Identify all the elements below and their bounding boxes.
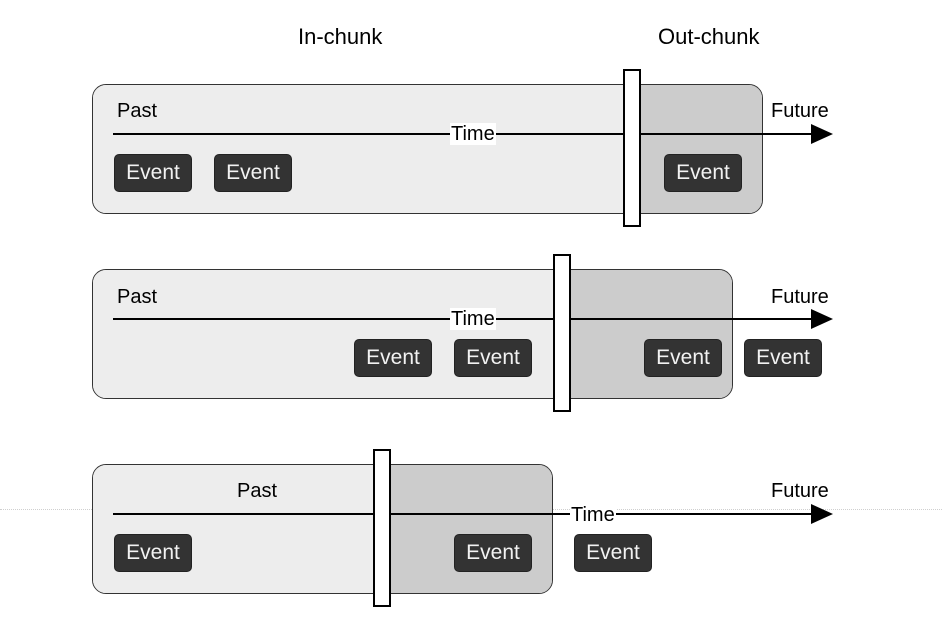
out-chunk-region (563, 270, 732, 398)
out-chunk-region (383, 465, 552, 593)
chunk-row-2: Past Future Time Event Event Event Event (0, 254, 942, 424)
time-label: Time (450, 308, 496, 330)
chunk-row-1: Past Future Time Event Event Event (0, 69, 942, 239)
out-chunk-region (633, 85, 762, 213)
past-label: Past (117, 100, 158, 122)
out-chunk-header: Out-chunk (658, 24, 760, 49)
arrow-head-icon (811, 124, 833, 144)
chunk-row-3: Past Future Time Event Event Event (0, 449, 942, 619)
chunk-boundary-marker (373, 449, 391, 607)
event-block: Event (214, 154, 292, 192)
event-block: Event (664, 154, 742, 192)
in-chunk-header: In-chunk (298, 24, 383, 49)
chunk-box (92, 84, 763, 214)
chunk-box (92, 269, 733, 399)
time-label: Time (450, 123, 496, 145)
event-block: Event (574, 534, 652, 572)
past-label: Past (117, 286, 158, 308)
in-chunk-region (93, 270, 563, 398)
future-label: Future (771, 100, 829, 122)
future-label: Future (771, 480, 829, 502)
chunk-boundary-marker (553, 254, 571, 412)
event-block: Event (114, 154, 192, 192)
event-block: Event (354, 339, 432, 377)
in-chunk-region (93, 85, 633, 213)
chunk-boundary-marker (623, 69, 641, 227)
arrow-head-icon (811, 309, 833, 329)
arrow-head-icon (811, 504, 833, 524)
time-label: Time (570, 504, 616, 526)
chunk-box (92, 464, 553, 594)
event-block: Event (454, 339, 532, 377)
time-axis (113, 513, 813, 515)
event-block: Event (644, 339, 722, 377)
past-label: Past (237, 480, 278, 502)
event-block: Event (114, 534, 192, 572)
event-block: Event (454, 534, 532, 572)
event-block: Event (744, 339, 822, 377)
future-label: Future (771, 286, 829, 308)
